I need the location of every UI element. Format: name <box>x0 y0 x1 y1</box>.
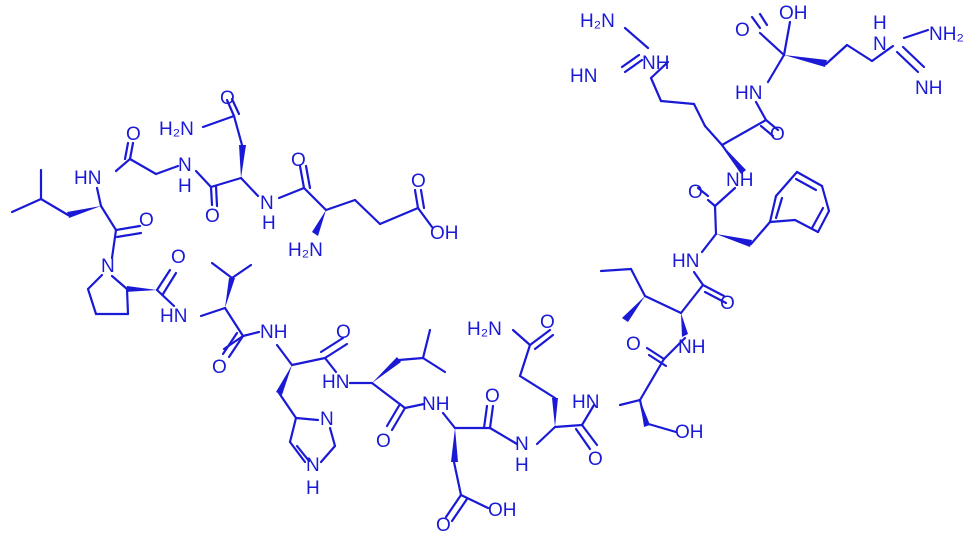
atom-label: NH <box>260 322 287 343</box>
atom-label: O <box>126 124 141 145</box>
atom-label: OH <box>488 500 517 521</box>
atom-label: N <box>178 155 192 176</box>
atom-labels: H₂N HN NH O OH N H NH₂ NH HN O O H₂N O H… <box>74 3 964 536</box>
atom-label: O <box>171 247 186 268</box>
atom-label: OH <box>675 422 704 443</box>
atom-label: N <box>101 256 115 277</box>
atom-label: NH <box>678 337 705 358</box>
atom-label: N <box>260 193 274 214</box>
bond-lines <box>10 12 930 523</box>
atom-label: O <box>212 357 227 378</box>
atom-label: N <box>320 409 334 430</box>
atom-label: HN <box>570 66 597 87</box>
atom-label: O <box>770 124 785 145</box>
atom-label: O <box>436 515 451 536</box>
atom-label: N <box>873 34 887 55</box>
atom-label: HN <box>322 372 349 393</box>
atom-label: OH <box>430 223 459 244</box>
atom-label: NH <box>726 170 753 191</box>
atom-label: NH₂ <box>929 24 964 45</box>
atom-label: O <box>220 88 235 109</box>
atom-label: H <box>515 455 529 476</box>
atom-label: H₂N <box>467 319 502 340</box>
atom-label: O <box>336 322 351 343</box>
atom-label: O <box>139 210 154 231</box>
atom-label: H <box>262 213 276 234</box>
atom-label: NH <box>915 78 942 99</box>
atom-label: O <box>688 182 703 203</box>
atom-label: H₂N <box>288 240 323 261</box>
atom-label: HN <box>672 251 699 272</box>
atom-label: O <box>411 171 426 192</box>
atom-label: O <box>540 312 555 333</box>
atom-label: H <box>306 478 320 499</box>
atom-label: H <box>873 13 887 34</box>
atom-label: N <box>306 455 320 476</box>
atom-label: O <box>626 334 641 355</box>
atom-label: NH <box>422 394 449 415</box>
atom-label: OH <box>779 3 808 24</box>
atom-label: HN <box>74 168 101 189</box>
atom-label: O <box>735 20 750 41</box>
atom-label: O <box>291 150 306 171</box>
atom-label: NH <box>642 53 669 74</box>
atom-label: HN <box>735 83 762 104</box>
atom-label: O <box>720 293 735 314</box>
atom-label: O <box>376 431 391 452</box>
atom-label: HN <box>572 392 599 413</box>
atom-label: N <box>515 434 529 455</box>
atom-label: O <box>485 386 500 407</box>
atom-label: H₂N <box>580 11 615 32</box>
atom-label: H₂N <box>159 119 194 140</box>
atom-label: H <box>178 176 192 197</box>
atom-label: O <box>588 449 603 470</box>
atom-label: O <box>205 206 220 227</box>
atom-label: HN <box>160 306 187 327</box>
